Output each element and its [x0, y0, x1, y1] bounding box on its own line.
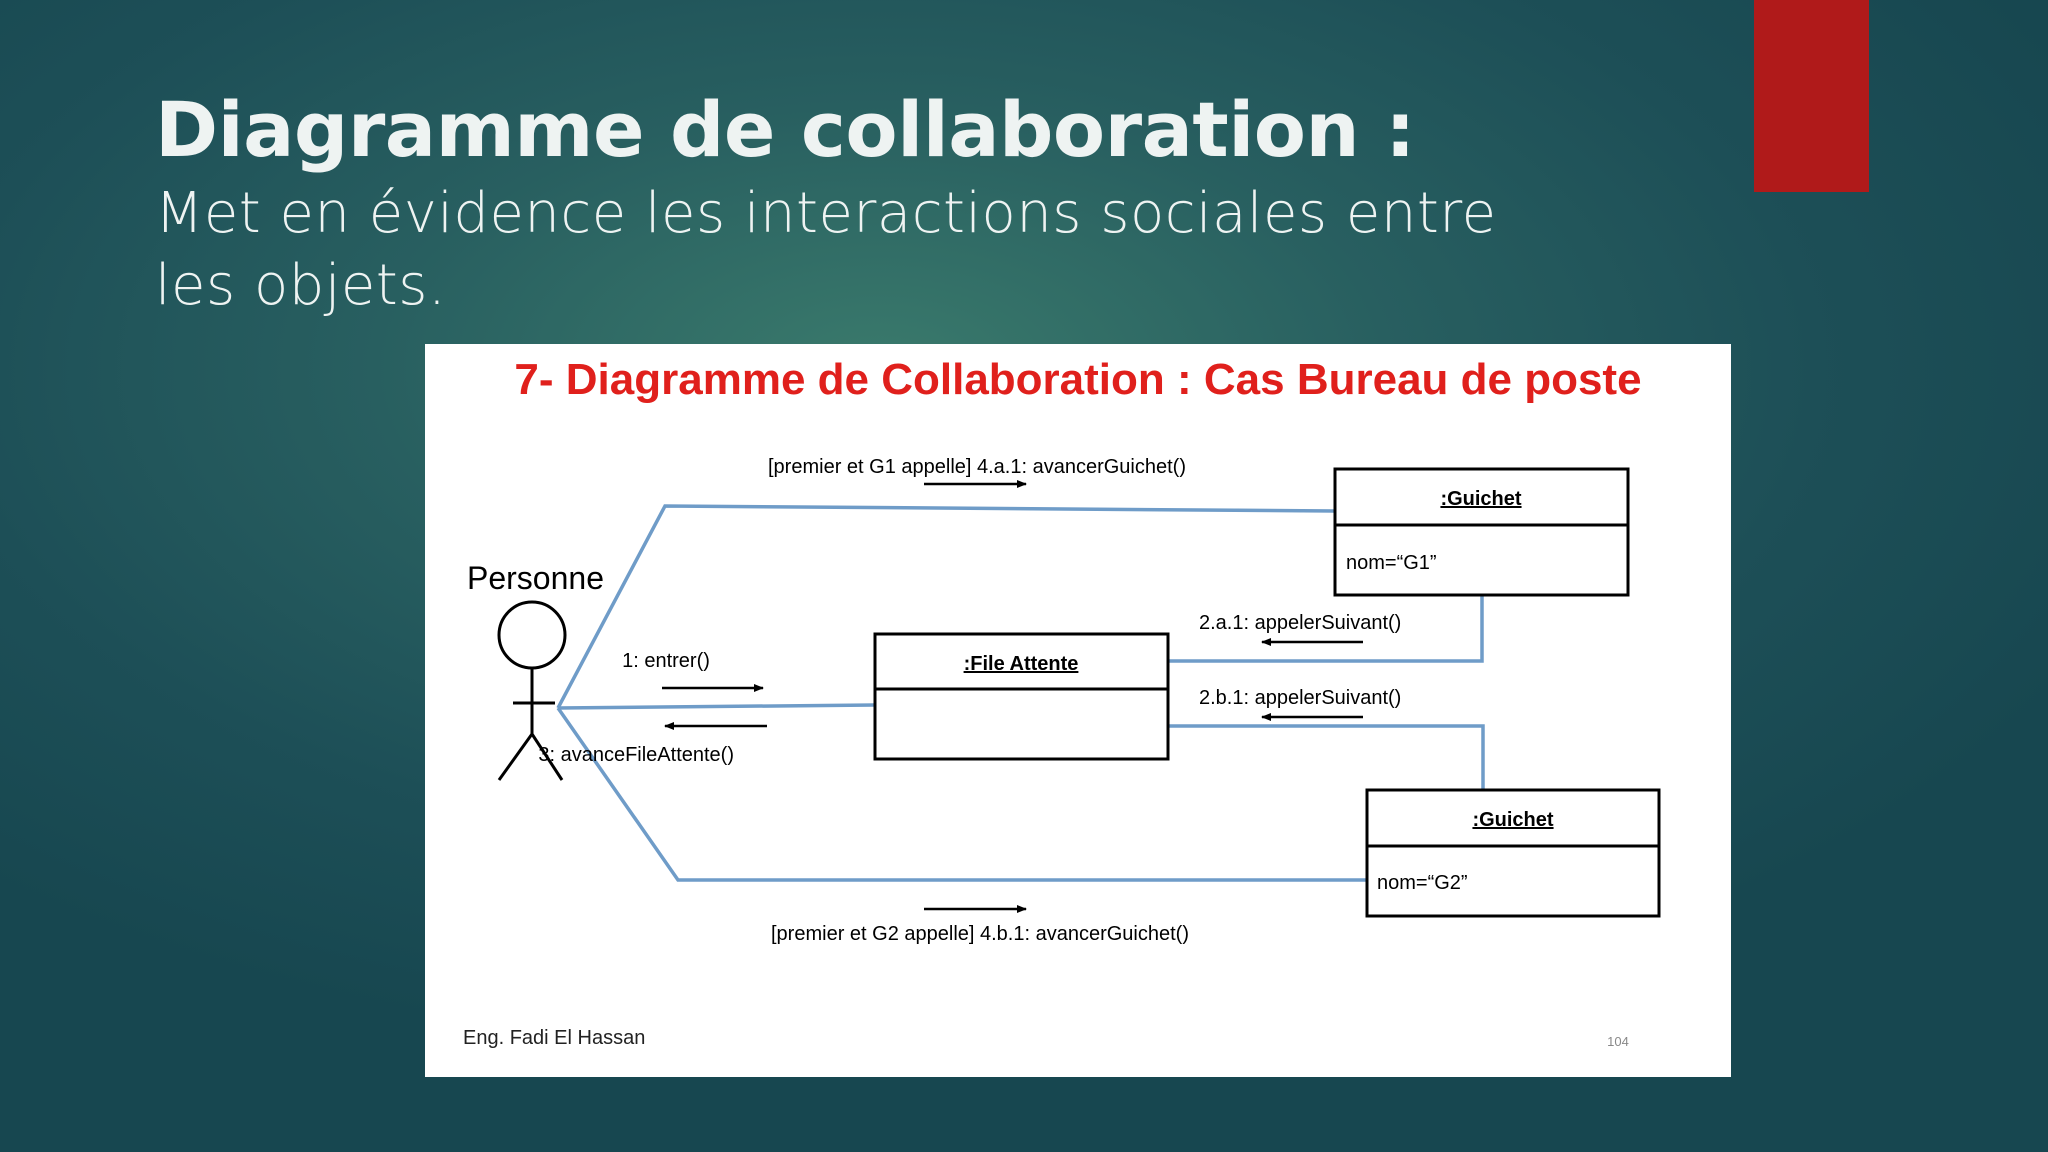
object-file-attente: :File Attente — [873, 632, 1170, 761]
link-file-attente-guichet-g2 — [1169, 724, 1485, 790]
author-credit: Eng. Fadi El Hassan — [463, 1027, 645, 1049]
object-attribute: nom=“G2” — [1377, 872, 1468, 894]
message-label-entrer: 1: entrer() — [622, 650, 710, 672]
object-name: :Guichet — [1472, 809, 1553, 831]
slide-title: Diagramme de collaboration : — [155, 85, 1415, 174]
object-name: :File Attente — [964, 653, 1079, 675]
object-guichet-g2: :Guichet nom=“G2” — [1365, 788, 1661, 918]
message-label-2b1: 2.b.1: appelerSuivant() — [1199, 687, 1401, 709]
link-personne-guichet-g2 — [556, 706, 1367, 882]
object-attribute: nom=“G1” — [1346, 552, 1437, 574]
link-personne-file-attente — [557, 703, 876, 710]
actor-label: Personne — [467, 560, 604, 596]
figure-title: 7- Diagramme de Collaboration : Cas Bure… — [514, 355, 1641, 404]
message-label-4a1: [premier et G1 appelle] 4.a.1: avancerGu… — [768, 456, 1186, 478]
slide-subtitle: Met en évidence les interactions sociale… — [155, 181, 1497, 318]
message-label-2a1: 2.a.1: appelerSuivant() — [1199, 612, 1401, 634]
message-label-4b1: [premier et G2 appelle] 4.b.1: avancerGu… — [771, 923, 1189, 945]
accent-bar — [1754, 0, 1869, 192]
object-guichet-g1: :Guichet nom=“G1” — [1333, 467, 1630, 597]
message-label-avance-file-attente: 3: avanceFileAttente() — [538, 744, 734, 766]
actor-stick-figure — [497, 600, 567, 781]
diagram-figure: 7- Diagramme de Collaboration : Cas Bure… — [425, 344, 1731, 1077]
link-personne-guichet-g1 — [556, 504, 1336, 709]
link-file-attente-guichet-g1 — [1169, 595, 1484, 663]
object-name: :Guichet — [1440, 488, 1521, 510]
page-number: 104 — [1607, 1034, 1629, 1049]
collaboration-diagram: 7- Diagramme de Collaboration : Cas Bure… — [463, 355, 1661, 1049]
